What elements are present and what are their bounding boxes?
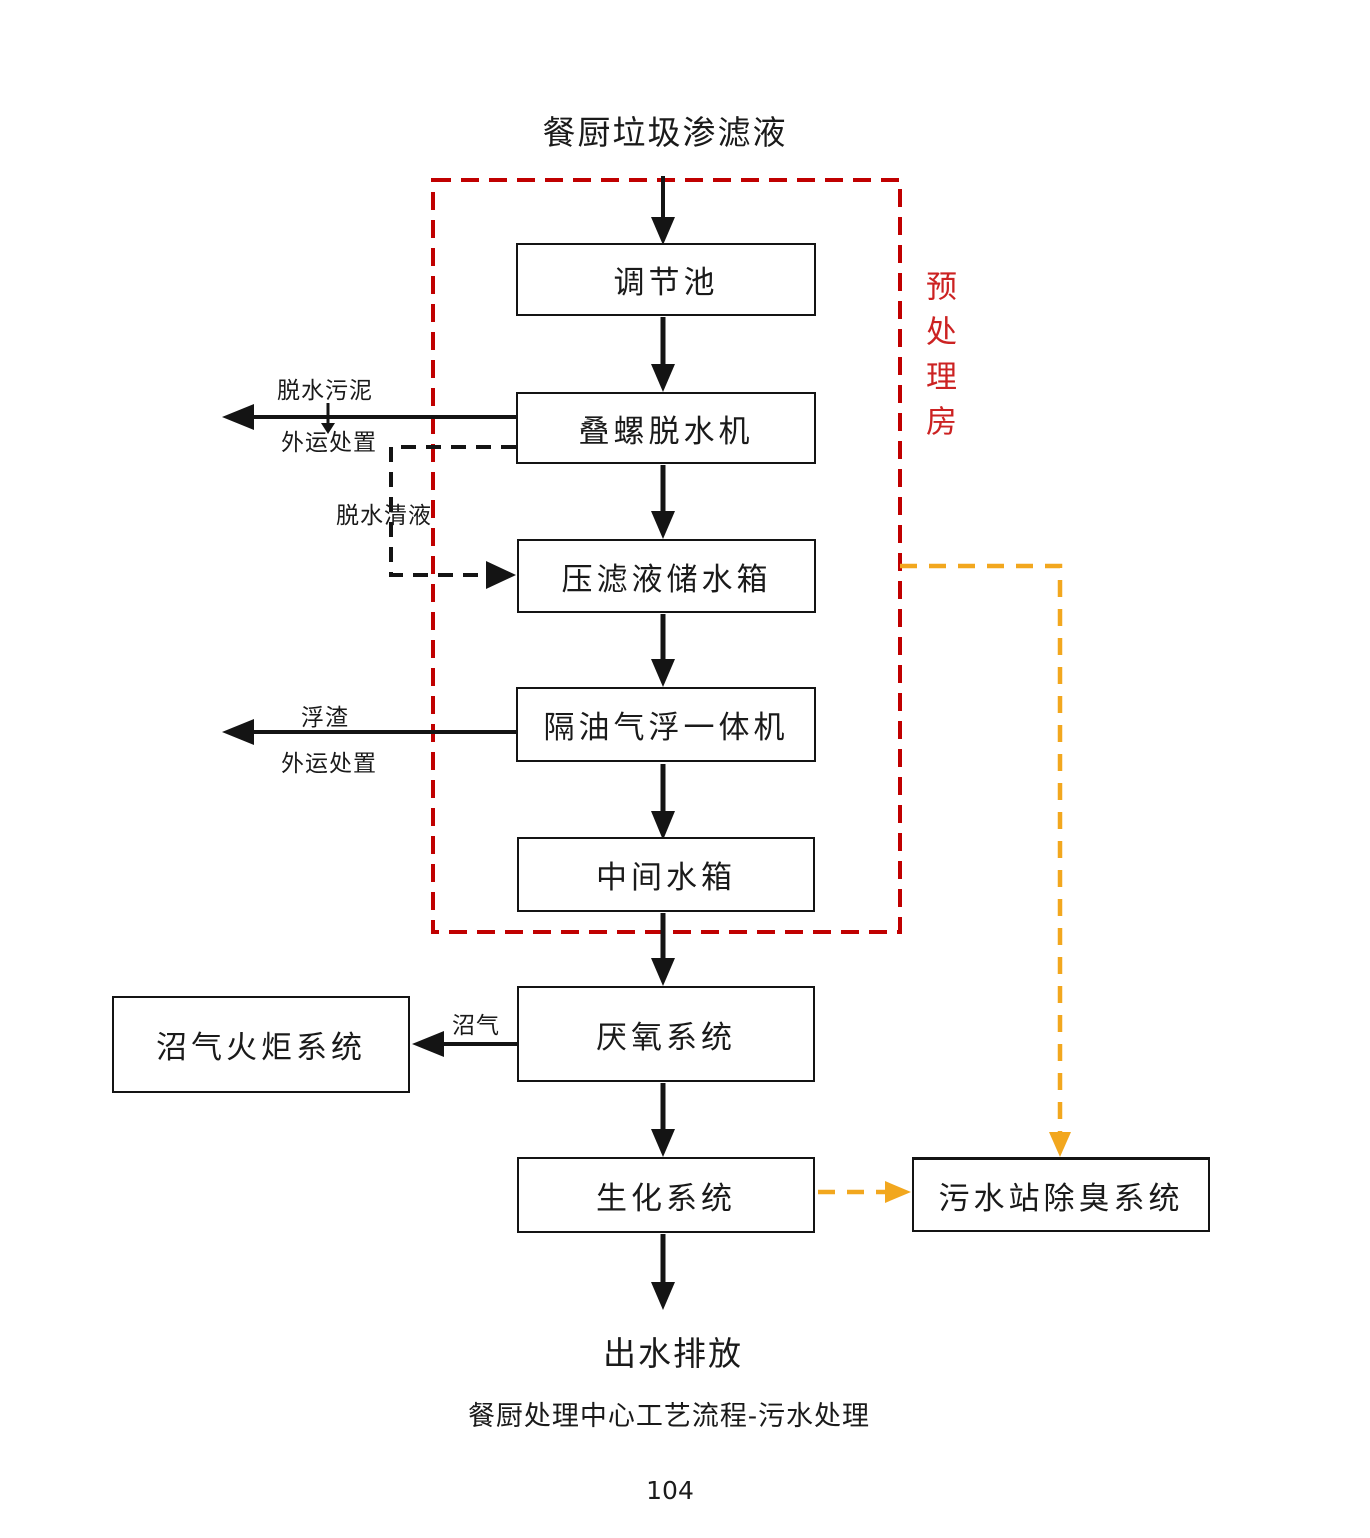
arrow-biochemical-to-outlet xyxy=(651,1234,675,1310)
odor-down-arrowhead xyxy=(1049,1132,1071,1157)
path-pretreatment-odor xyxy=(900,563,1071,1157)
sludge-tick-arrowhead xyxy=(321,423,335,434)
node-regulating-tank-label: 调节池 xyxy=(613,265,719,301)
arrow-biogas-to-torch xyxy=(412,1031,517,1057)
node-sewage-station-deodorization-system-label: 污水站除臭系统 xyxy=(938,1180,1184,1217)
arrow-biochemical-odor xyxy=(818,1181,911,1203)
node-anaerobic-system: 厌氧系统 xyxy=(517,986,815,1082)
odor-right-arrowhead xyxy=(885,1181,911,1203)
node-biogas-torch-system: 沼气火炬系统 xyxy=(112,996,410,1093)
label-outlet-discharge: 出水排放 xyxy=(603,1334,743,1373)
node-intermediate-tank: 中间水箱 xyxy=(517,837,815,912)
label-offsite-disposal-scum: 外运处置 xyxy=(281,751,377,777)
label-offsite-disposal-sludge: 外运处置 xyxy=(281,430,377,456)
diagram-title: 餐厨垃圾渗滤液 xyxy=(542,113,788,152)
node-biochemical-system-label: 生化系统 xyxy=(596,1180,736,1217)
arrow-anaerobic-to-biochemical xyxy=(651,1083,675,1157)
clear-liquid-arrowhead xyxy=(486,561,516,589)
arrow-dewatered-sludge-out xyxy=(222,403,516,434)
page-number: 104 xyxy=(646,1476,694,1505)
node-filtrate-storage-tank-label: 压滤液储水箱 xyxy=(561,561,772,598)
pretreatment-room-label: 预处理房 xyxy=(920,270,956,450)
label-scum: 浮渣 xyxy=(301,705,349,731)
node-biochemical-system: 生化系统 xyxy=(517,1157,815,1233)
node-screw-dewatering-machine: 叠螺脱水机 xyxy=(516,392,816,464)
node-anaerobic-system-label: 厌氧系统 xyxy=(596,1019,736,1056)
label-biogas: 沼气 xyxy=(452,1013,500,1039)
diagram-caption: 餐厨处理中心工艺流程-污水处理 xyxy=(467,1401,871,1432)
arrow-dewatering-to-filtrate-tank xyxy=(651,465,675,539)
label-dewatered-clear-liquid: 脱水清液 xyxy=(336,503,432,529)
node-oil-separation-flotation-machine: 隔油气浮一体机 xyxy=(516,687,816,762)
arrow-oil-separation-to-intermediate-tank xyxy=(651,764,675,840)
path-dewatered-clear-liquid xyxy=(389,445,516,589)
node-intermediate-tank-label: 中间水箱 xyxy=(596,860,736,896)
node-sewage-station-deodorization-system: 污水站除臭系统 xyxy=(912,1157,1210,1232)
arrow-scum-out xyxy=(222,719,517,745)
arrow-influent-to-regulating-tank xyxy=(651,176,675,245)
arrow-regulating-tank-to-dewatering xyxy=(651,317,675,392)
node-biogas-torch-system-label: 沼气火炬系统 xyxy=(156,1030,366,1066)
node-regulating-tank: 调节池 xyxy=(516,243,816,316)
node-oil-separation-flotation-machine-label: 隔油气浮一体机 xyxy=(543,710,789,746)
arrow-intermediate-tank-to-anaerobic xyxy=(651,913,675,986)
arrow-filtrate-tank-to-oil-separation xyxy=(651,614,675,687)
node-screw-dewatering-machine-label: 叠螺脱水机 xyxy=(578,413,754,450)
node-filtrate-storage-tank: 压滤液储水箱 xyxy=(517,539,816,613)
label-dewatered-sludge: 脱水污泥 xyxy=(277,378,373,404)
pretreatment-room-boundary xyxy=(431,178,902,934)
